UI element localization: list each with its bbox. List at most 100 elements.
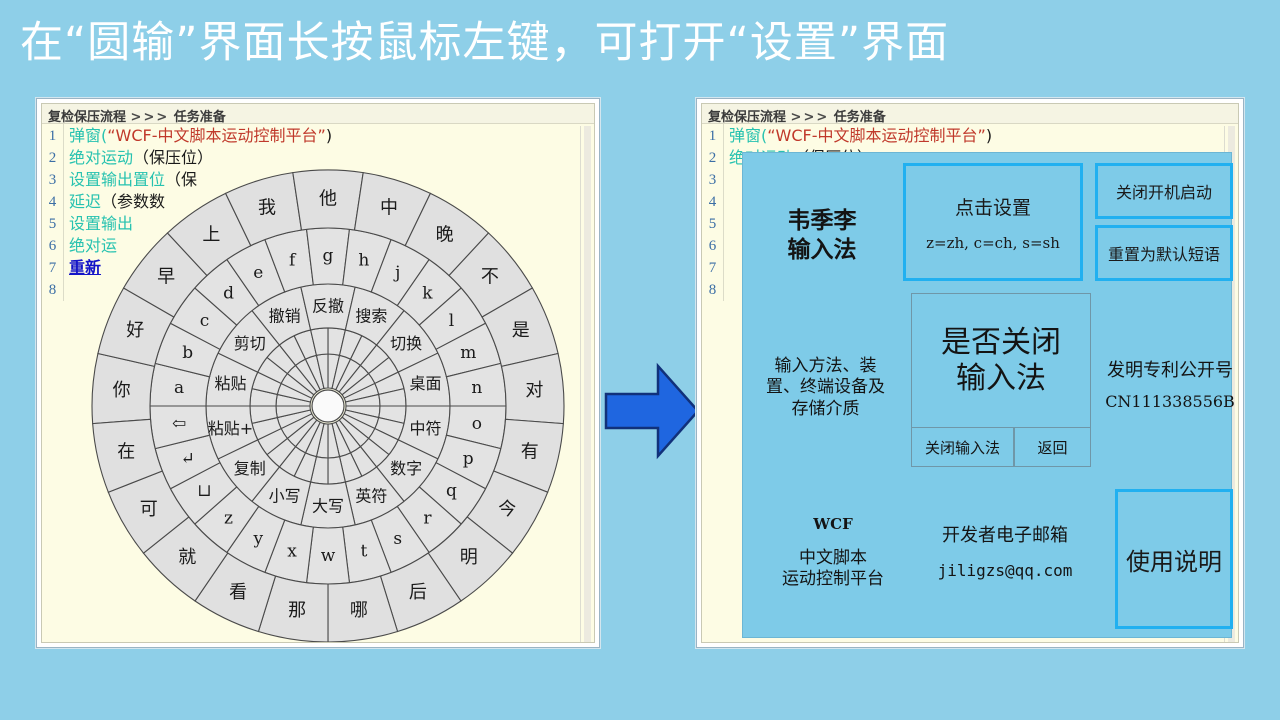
- wheel-segment[interactable]: [466, 470, 549, 554]
- wheel-segment[interactable]: [278, 445, 307, 478]
- wheel-segment[interactable]: [300, 481, 356, 529]
- wheel-segment[interactable]: [149, 405, 211, 450]
- wheel-segment[interactable]: [344, 393, 381, 407]
- wheel-segment[interactable]: [280, 372, 315, 399]
- wheel-segment[interactable]: [396, 486, 463, 554]
- wheel-segment[interactable]: [257, 575, 329, 642]
- wheel-segment[interactable]: [435, 322, 502, 378]
- wheel-segment[interactable]: [149, 362, 211, 407]
- wheel-segment[interactable]: [226, 505, 286, 574]
- wheel-segment[interactable]: [445, 362, 507, 407]
- wheel-segment[interactable]: [169, 461, 238, 525]
- wheel-segment[interactable]: [378, 387, 407, 407]
- wheel-segment[interactable]: [256, 356, 289, 385]
- wheel-segment[interactable]: [341, 372, 376, 399]
- wheel-segment[interactable]: [305, 526, 351, 585]
- wheel-segment[interactable]: [338, 364, 370, 396]
- wheel-segment[interactable]: [359, 344, 390, 375]
- wheel-segment[interactable]: [315, 353, 329, 390]
- wheel-segment[interactable]: [397, 405, 451, 460]
- wheel-segment[interactable]: [335, 358, 362, 393]
- wheel-segment[interactable]: [217, 439, 281, 503]
- wheel-segment[interactable]: [276, 409, 313, 430]
- wheel-segment[interactable]: [331, 354, 352, 391]
- wheel-segment[interactable]: [294, 358, 321, 393]
- click-settings-button[interactable]: 点击设置 z=zh, c=ch, s=sh: [903, 163, 1083, 281]
- wheel-segment[interactable]: [338, 329, 363, 360]
- wheel-segment[interactable]: [249, 405, 278, 425]
- scrollbar-rail[interactable]: [584, 126, 591, 642]
- wheel-segment[interactable]: [251, 371, 282, 396]
- wheel-segment[interactable]: [92, 418, 164, 493]
- wheel-segment[interactable]: [370, 505, 430, 574]
- wheel-segment[interactable]: [91, 352, 156, 425]
- wheel-segment[interactable]: [304, 421, 325, 458]
- wheel-segment[interactable]: [249, 387, 278, 407]
- wheel-segment[interactable]: [500, 352, 565, 425]
- wheel-segment[interactable]: [327, 422, 341, 459]
- wheel-segment[interactable]: [251, 466, 312, 526]
- wheel-segment[interactable]: [154, 434, 221, 490]
- wheel-segment[interactable]: [445, 405, 507, 450]
- left-vertical-scrollbar[interactable]: [580, 126, 594, 642]
- wheel-segment[interactable]: [338, 416, 370, 448]
- reset-phrases-button[interactable]: 重置为默认短语: [1095, 225, 1233, 281]
- wheel-segment[interactable]: [275, 405, 312, 419]
- wheel-segment[interactable]: [327, 353, 341, 390]
- dialog-cancel-button[interactable]: 返回: [1014, 427, 1091, 467]
- wheel-segment[interactable]: [315, 422, 329, 459]
- disable-autostart-button[interactable]: 关闭开机启动: [1095, 163, 1233, 219]
- wheel-segment[interactable]: [194, 552, 277, 633]
- wheel-segment[interactable]: [349, 334, 378, 367]
- wheel-segment[interactable]: [435, 434, 502, 490]
- wheel-segment[interactable]: [343, 382, 380, 403]
- wheel-segment[interactable]: [375, 309, 439, 373]
- wheel-segment[interactable]: [286, 416, 318, 448]
- wheel-segment[interactable]: [309, 456, 329, 485]
- wheel-segment[interactable]: [154, 322, 221, 378]
- wheel-center-hub[interactable]: [311, 389, 345, 423]
- wheel-segment[interactable]: [327, 327, 347, 356]
- wheel-segment[interactable]: [266, 437, 297, 468]
- left-code-lines[interactable]: 弹窗(“WCF-中文脚本运动控制平台”) 绝对运动（保压位） 设置输出置位（保 …: [64, 124, 594, 301]
- wheel-segment[interactable]: [264, 519, 314, 584]
- wheel-segment[interactable]: [335, 419, 362, 454]
- wheel-segment[interactable]: [344, 405, 381, 419]
- wheel-segment[interactable]: [266, 344, 297, 375]
- user-manual-button[interactable]: 使用说明: [1115, 489, 1233, 629]
- wheel-segment[interactable]: [294, 419, 321, 454]
- wheel-segment[interactable]: [276, 382, 313, 403]
- wheel-segment[interactable]: [205, 405, 259, 460]
- wheel-segment[interactable]: [338, 452, 363, 483]
- wheel-segment[interactable]: [418, 461, 487, 525]
- wheel-segment[interactable]: [205, 352, 259, 407]
- wheel-segment[interactable]: [341, 413, 376, 440]
- wheel-segment[interactable]: [367, 356, 400, 385]
- wheel-segment[interactable]: [304, 354, 325, 391]
- wheel-segment[interactable]: [293, 329, 318, 360]
- wheel-segment[interactable]: [278, 334, 307, 367]
- wheel-segment[interactable]: [374, 371, 405, 396]
- wheel-segment[interactable]: [193, 486, 260, 554]
- wheel-segment[interactable]: [327, 575, 399, 642]
- wheel-segment[interactable]: [379, 552, 462, 633]
- wheel-segment[interactable]: [275, 393, 312, 407]
- wheel-segment[interactable]: [280, 413, 315, 440]
- wheel-segment[interactable]: [327, 456, 347, 485]
- wheel-segment[interactable]: [367, 427, 400, 456]
- wheel-segment[interactable]: [293, 452, 318, 483]
- wheel-segment[interactable]: [217, 309, 281, 373]
- wheel-segment[interactable]: [142, 516, 229, 602]
- wheel-segment[interactable]: [374, 416, 405, 441]
- wheel-segment[interactable]: [343, 409, 380, 430]
- wheel-segment[interactable]: [359, 437, 390, 468]
- wheel-segment[interactable]: [349, 445, 378, 478]
- wheel-segment[interactable]: [492, 418, 564, 493]
- wheel-segment[interactable]: [342, 519, 392, 584]
- wheel-segment[interactable]: [251, 416, 282, 441]
- wheel-segment[interactable]: [107, 470, 190, 554]
- wheel-segment[interactable]: [427, 516, 514, 602]
- left-code-area[interactable]: 1 2 3 4 5 6 7 8 弹窗(“WCF-中文脚本运动控制平台”) 绝对运…: [42, 124, 594, 301]
- wheel-segment[interactable]: [286, 364, 318, 396]
- wheel-segment[interactable]: [378, 405, 407, 425]
